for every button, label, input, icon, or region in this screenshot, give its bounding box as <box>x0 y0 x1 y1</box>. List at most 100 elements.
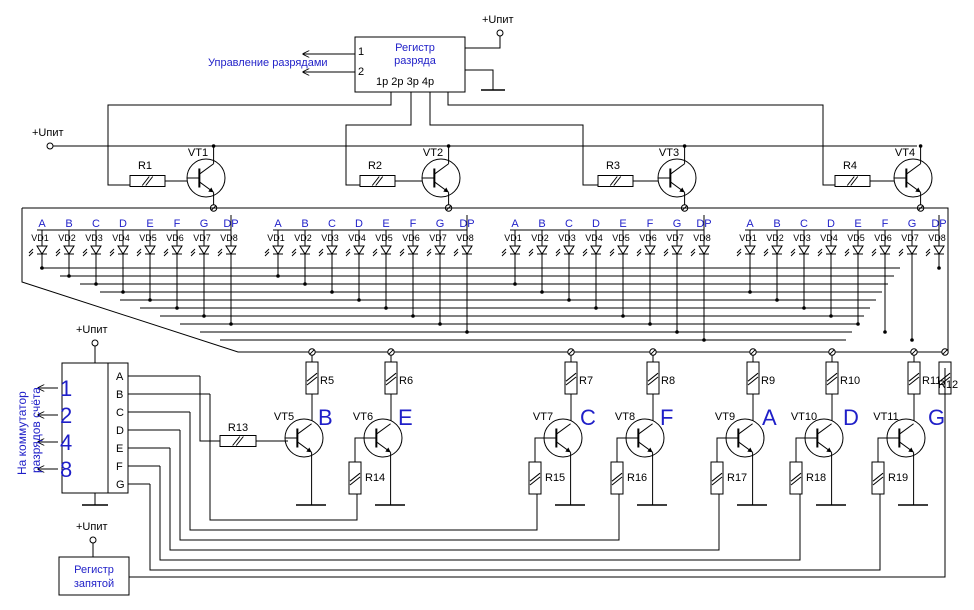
led-label-3-5: VD5 <box>612 233 630 243</box>
led-4-5 <box>844 230 864 262</box>
led-label-2-2: VD2 <box>294 233 312 243</box>
led-1-3 <box>82 230 102 262</box>
led-4-1 <box>736 230 756 262</box>
led-label-4-7: VD7 <box>901 233 919 243</box>
segment-letter-3-7: G <box>673 218 682 230</box>
segment-letter-4-5: E <box>854 218 861 230</box>
commutator-label-1: На коммутатор <box>15 391 29 475</box>
digit-register-title-1: Регистр <box>395 42 435 54</box>
segment-name-6: D <box>843 405 859 430</box>
segment-name-5: A <box>762 405 777 430</box>
decoder-output-5: E <box>116 443 123 455</box>
segment-letter-4-2: B <box>773 218 780 230</box>
led-3-6 <box>636 230 656 262</box>
led-label-2-4: VD4 <box>348 233 366 243</box>
decoder-block: +Uпит <box>61 324 129 506</box>
segment-letter-2-1: A <box>274 218 282 230</box>
segment-letter-4-1: A <box>746 218 754 230</box>
segment-letter-2-6: F <box>410 218 417 230</box>
led-4-6 <box>871 230 891 262</box>
led-1-5 <box>136 230 156 262</box>
led-label-1-6: VD6 <box>166 233 184 243</box>
decoder-output-1: A <box>116 371 124 383</box>
digit-transistor-label-3: VT3 <box>659 147 679 159</box>
led-label-4-8: VD8 <box>928 233 946 243</box>
led-label-1-8: VD8 <box>220 233 238 243</box>
segment-resistor-bottom-5 <box>710 461 724 495</box>
digit-register-pin-2: 2 <box>358 66 364 78</box>
segment-letter-4-7: G <box>908 218 917 230</box>
power-label-bottom: +Uпит <box>76 521 108 533</box>
segment-transistor-4 <box>625 418 665 458</box>
segment-resistor-top-label-6: R10 <box>840 375 860 387</box>
led-4-3 <box>790 230 810 262</box>
led-2-5 <box>372 230 392 262</box>
segment-resistor-top-3 <box>564 361 578 395</box>
led-label-2-3: VD3 <box>321 233 339 243</box>
decoder-output-2: B <box>116 389 123 401</box>
segment-letter-3-2: B <box>538 218 545 230</box>
segment-name-7: G <box>928 405 945 430</box>
base-resistor-1 <box>129 175 166 187</box>
led-label-4-4: VD4 <box>820 233 838 243</box>
led-2-1 <box>264 230 284 262</box>
segment-resistor-bottom-7 <box>871 461 885 495</box>
segment-letter-4-6: F <box>882 218 889 230</box>
decoder-digit-4: 8 <box>60 457 72 482</box>
led-label-3-8: VD8 <box>693 233 711 243</box>
segment-name-4: F <box>660 405 673 430</box>
segment-resistor-bottom-label-4: R16 <box>627 472 647 484</box>
led-3-3 <box>555 230 575 262</box>
led-3-2 <box>528 230 548 262</box>
segment-resistor-top-label-5: R9 <box>761 375 775 387</box>
led-label-3-4: VD4 <box>585 233 603 243</box>
segment-letter-3-8: DP <box>696 218 711 230</box>
segment-letter-1-3: C <box>92 218 100 230</box>
led-2-8 <box>453 230 473 262</box>
segment-transistor-label-3: VT7 <box>533 411 553 423</box>
led-1-2 <box>55 230 75 262</box>
led-label-2-5: VD5 <box>375 233 393 243</box>
led-label-3-2: VD2 <box>531 233 549 243</box>
commutator-label-2: разрядов счёта <box>29 387 43 473</box>
led-label-1-5: VD5 <box>139 233 157 243</box>
segment-letter-2-4: D <box>355 218 363 230</box>
led-3-4 <box>582 230 602 262</box>
segment-resistor-bottom-label-7: R19 <box>888 472 908 484</box>
decoder-output-6: F <box>116 461 123 473</box>
segment-letter-3-1: A <box>511 218 519 230</box>
segment-resistor-top-label-3: R7 <box>579 375 593 387</box>
segment-resistor-top-1 <box>305 361 319 395</box>
base-resistor-label-2: R2 <box>368 160 382 172</box>
segment-letter-1-1: A <box>38 218 46 230</box>
segment-resistor-bottom-4 <box>610 461 624 495</box>
segment-letter-2-2: B <box>301 218 308 230</box>
led-label-3-6: VD6 <box>639 233 657 243</box>
segment-letter-1-8: DP <box>223 218 238 230</box>
segment-resistor-bottom-2 <box>348 461 362 495</box>
control-label: Управление разрядами <box>208 57 328 69</box>
decimal-register-title-1: Регистр <box>74 564 114 576</box>
segment-name-3: C <box>580 405 596 430</box>
led-label-3-1: VD1 <box>504 233 522 243</box>
decoder-output-7: G <box>116 479 125 491</box>
digit-transistor-3 <box>657 158 697 198</box>
led-label-3-7: VD7 <box>666 233 684 243</box>
led-4-2 <box>763 230 783 262</box>
base-resistor-4 <box>834 175 871 187</box>
led-1-8 <box>217 230 237 262</box>
segment-transistor-label-2: VT6 <box>353 411 373 423</box>
segment-resistor-top-5 <box>746 361 760 395</box>
decoder-digit-2: 2 <box>60 403 72 428</box>
segment-resistor-bottom-3 <box>528 461 542 495</box>
segment-resistor-top-2 <box>384 361 398 395</box>
led-label-1-7: VD7 <box>193 233 211 243</box>
led-1-6 <box>163 230 183 262</box>
led-label-1-2: VD2 <box>58 233 76 243</box>
led-1-4 <box>109 230 129 262</box>
power-label-top: +Uпит <box>482 14 514 26</box>
segment-letter-3-5: E <box>619 218 626 230</box>
base-resistor-label-1: R1 <box>138 160 152 172</box>
segment-resistor-bottom-label-6: R18 <box>806 472 826 484</box>
led-2-3 <box>318 230 338 262</box>
